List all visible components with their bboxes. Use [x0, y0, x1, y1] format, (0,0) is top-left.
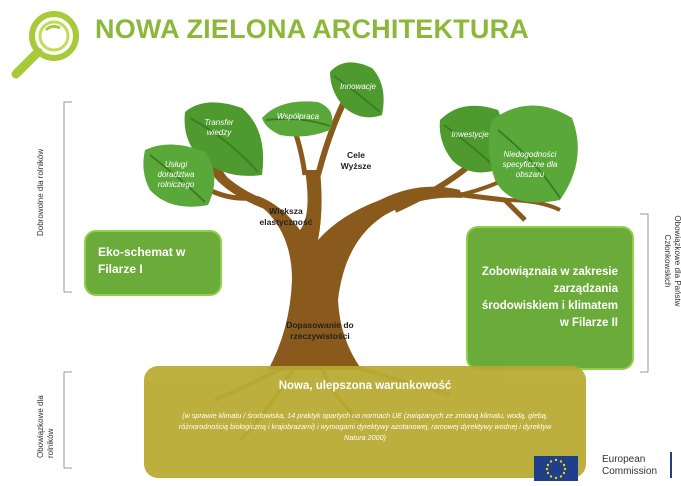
leaf-label-inwestycje: Inwestycje [451, 130, 489, 139]
eko-schemat-text: Eko-schemat w Filarze I [98, 245, 186, 276]
eu-stars-icon [545, 458, 567, 480]
tree-label-cele: Cele Wyższe [340, 150, 372, 171]
leaf-uslugi [143, 144, 215, 207]
conditionality-text: (w sprawie klimatu / środowiska, 14 prak… [178, 411, 552, 442]
leaf-label-transfer: Transfer wiedzy [204, 118, 234, 137]
leaf-label-niedogodnosci: Niedogodności specyficzne dla obszaru [502, 150, 558, 179]
label-voluntary: Dobrowolne dla rolników [36, 148, 45, 236]
conditionality-title: Nowa, ulepszona warunkowość [278, 380, 452, 392]
label-mandatory-farmers: Obowiązkowe dla rolników [36, 395, 55, 458]
leaf-label-uslugi: Usługi doradztwa rolniczego [157, 160, 195, 189]
logo-divider [670, 452, 672, 478]
leaf-wspolpraca [262, 101, 333, 137]
leaf-label-wspolpraca: Współpraca [276, 112, 320, 121]
conditionality-box: Nowa, ulepszona warunkowość (w sprawie k… [144, 366, 586, 478]
zobowiazania-text: Zobowiąznaia w zakresie zarządzania środ… [481, 266, 618, 329]
leaf-niedogodnosci [488, 105, 578, 203]
tree-label-elastycznosc: Większa elastyczność [259, 206, 313, 227]
zobowiazania-box: Zobowiąznaia w zakresie zarządzania środ… [466, 226, 634, 370]
magnifier-icon [11, 11, 79, 79]
tree-label-dopasowanie: Dopasowanie do rzeczywistości [286, 320, 354, 341]
european-commission-label: European Commission [602, 454, 658, 477]
eu-flag-logo [534, 456, 578, 481]
page-title: NOWA ZIELONA ARCHITEKTURA [95, 14, 529, 44]
label-mandatory-member-states: Obowiązkowe dla Państw Członkowskich [663, 215, 681, 307]
leaf-label-innowacje: Innowacje [339, 82, 377, 91]
eko-schemat-box: Eko-schemat w Filarze I [84, 230, 222, 296]
leaf-innowacje [330, 62, 384, 118]
